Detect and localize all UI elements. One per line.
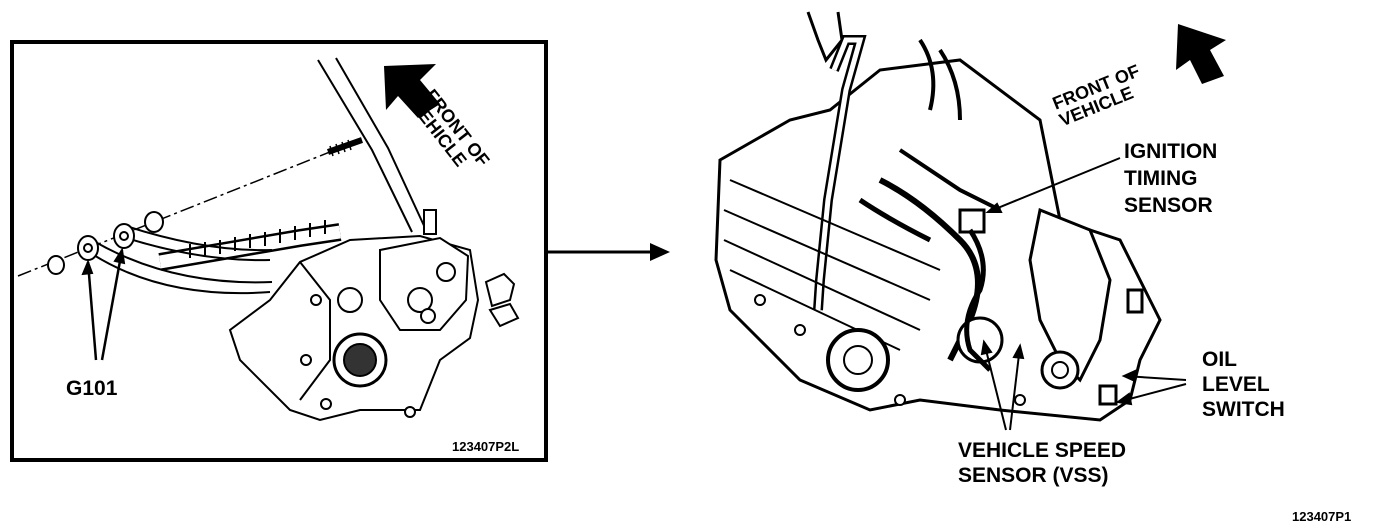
front-arrow-icon [384, 64, 440, 118]
ignition-timing-sensor-label: IGNITION TIMING SENSOR [1124, 140, 1218, 217]
vss-leader-1 [983, 341, 1007, 431]
vss-leader-2 [1009, 345, 1021, 431]
g101-label: G101 [66, 377, 118, 400]
oil-level-switch-label: OIL LEVEL SWITCH [1202, 348, 1285, 421]
inset-ref-code: 123407P2L [452, 439, 520, 454]
leader-lines [980, 157, 1187, 431]
main-engine [714, 11, 1162, 422]
main-ref-code: 123407P1 [1292, 509, 1352, 524]
front-arrow-main-icon [1176, 24, 1226, 84]
inset-panel [10, 40, 548, 462]
vehicle-speed-sensor-label: VEHICLE SPEED SENSOR (VSS) [958, 439, 1127, 487]
connector-arrow [548, 243, 670, 261]
ignition-leader [987, 157, 1121, 213]
